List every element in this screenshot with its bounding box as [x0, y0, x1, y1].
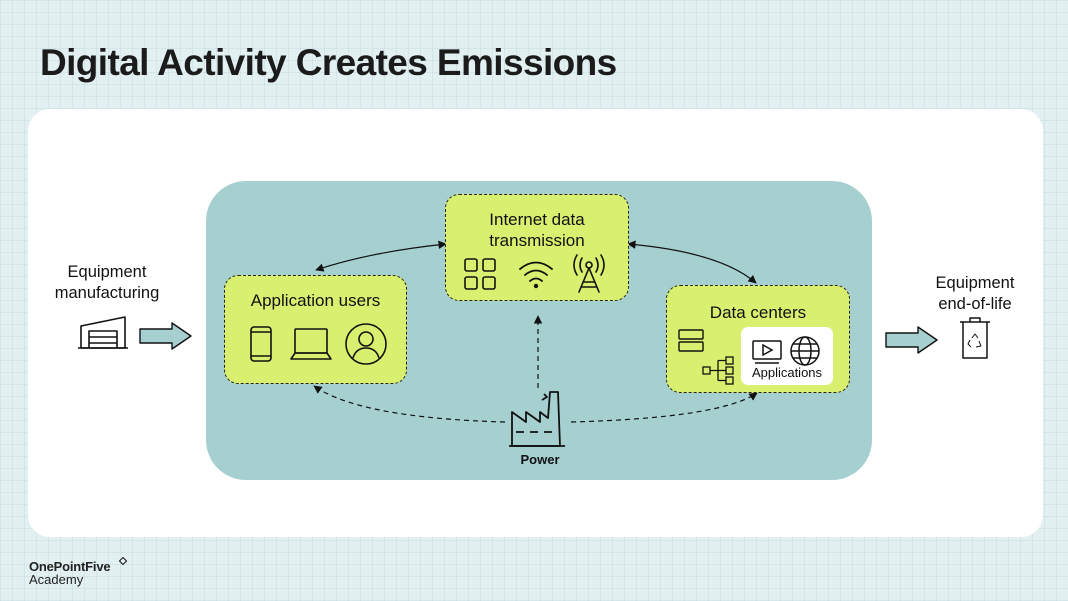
applications-label: Applications [751, 365, 823, 380]
user-profile-icon [344, 322, 388, 366]
internet-data-transmission-node: Internet data transmission [445, 194, 629, 301]
logo-wordmark: OnePointFive [29, 559, 111, 574]
laptop-icon [289, 326, 333, 362]
video-play-icon [751, 337, 783, 365]
logo-diamond-icon [119, 557, 127, 565]
wifi-icon [518, 259, 554, 289]
smartphone-icon [249, 326, 273, 362]
right-arrow-manufacturing [138, 321, 194, 351]
power-label: Power [520, 452, 560, 467]
recycle-bin-icon [957, 316, 993, 360]
data-centers-label: Data centers [709, 303, 807, 322]
globe-icon [789, 335, 821, 367]
application-users-label: Application users [250, 291, 381, 310]
power-plant-icon [508, 390, 566, 448]
applications-box: Applications [741, 327, 833, 385]
end-of-life-label: Equipment end-of-life [935, 274, 1015, 313]
network-grid-icon [463, 257, 497, 291]
cell-tower-icon [571, 252, 607, 294]
application-users-node: Application users [224, 275, 407, 384]
logo-academy: Academy [29, 572, 84, 587]
server-icon [678, 328, 704, 354]
factory-building-icon [77, 313, 129, 351]
manufacturing-label: Equipment manufacturing [54, 263, 160, 302]
internet-data-transmission-label: Internet data transmission [489, 210, 585, 250]
right-arrow-end-of-life [884, 325, 940, 355]
hierarchy-icon [702, 356, 736, 386]
page-title: Digital Activity Creates Emissions [40, 42, 617, 83]
